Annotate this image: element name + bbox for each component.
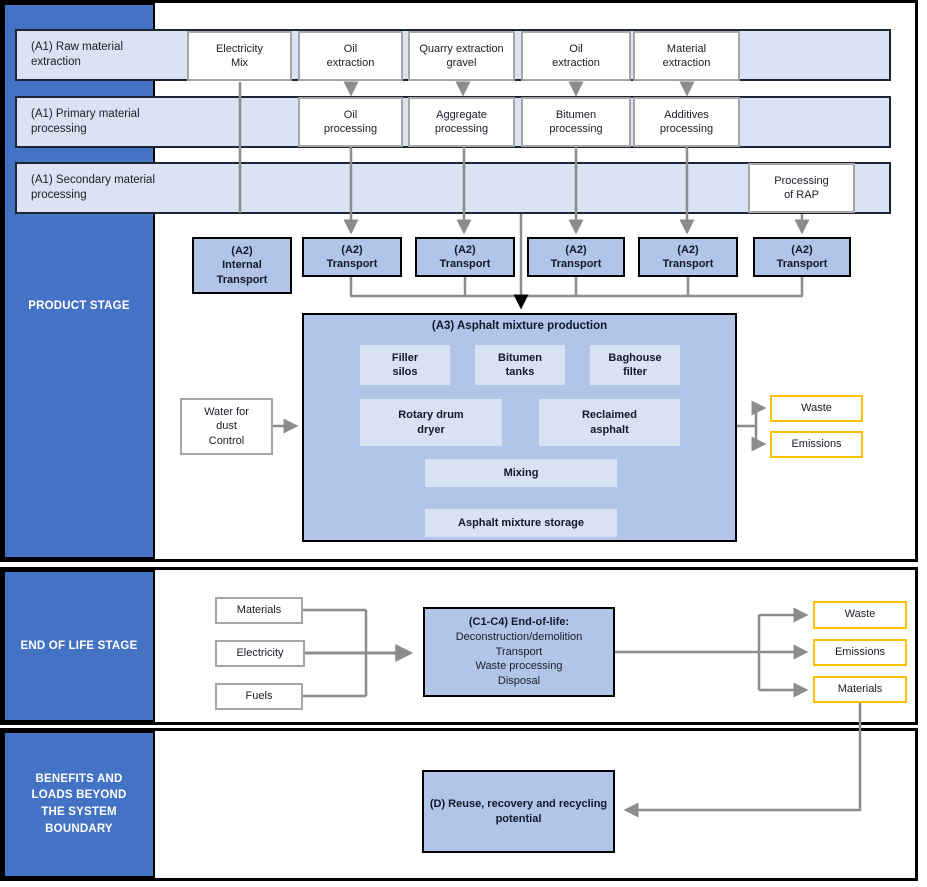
box-aggregate-processing: Aggregate processing	[408, 97, 515, 147]
unit-bitumen-tanks: Bitumen tanks	[475, 345, 565, 385]
eol-stage-label: END OF LIFE STAGE	[20, 639, 138, 652]
box-electricity-mix: Electricity Mix	[187, 31, 292, 81]
unit-reclaimed-asphalt: Reclaimed asphalt	[539, 399, 680, 446]
box-material-extraction: Material extraction	[633, 31, 740, 81]
box-water-for-dust-control: Water for dust Control	[180, 398, 273, 455]
box-eol-materials: Materials	[215, 597, 303, 624]
unit-asphalt-mixture-storage: Asphalt mixture storage	[425, 509, 617, 537]
product-stage-label: PRODUCT STAGE	[28, 299, 130, 312]
output-emissions-product: Emissions	[770, 431, 863, 458]
box-d-reuse-recovery-recycling: (D) Reuse, recovery and recycling potent…	[422, 770, 615, 853]
unit-mixing: Mixing	[425, 459, 617, 487]
output-emissions-eol: Emissions	[813, 639, 907, 666]
unit-filler-silos: Filler silos	[360, 345, 450, 385]
a3-title: (A3) Asphalt mixture production	[431, 320, 608, 332]
box-transport-1: (A2) Transport	[302, 237, 402, 277]
output-waste-eol: Waste	[813, 601, 907, 629]
eol-stage-sidebar	[3, 570, 155, 722]
unit-rotary-drum-dryer: Rotary drum dryer	[360, 399, 502, 446]
box-internal-transport: (A2) Internal Transport	[192, 237, 292, 294]
box-eol-fuels: Fuels	[215, 683, 303, 710]
box-additives-processing: Additives processing	[633, 97, 740, 147]
output-waste-product: Waste	[770, 395, 863, 422]
box-eol-electricity: Electricity	[215, 640, 305, 667]
c1-c4-title: (C1-C4) End-of-life:	[468, 615, 570, 628]
output-materials-eol: Materials	[813, 676, 907, 703]
box-quarry-extraction-gravel: Quarry extraction gravel	[408, 31, 515, 81]
unit-baghouse-filter: Baghouse filter	[590, 345, 680, 385]
box-oil-extraction-1: Oil extraction	[298, 31, 403, 81]
box-oil-processing: Oil processing	[298, 97, 403, 147]
box-transport-3: (A2) Transport	[527, 237, 625, 277]
benefits-stage-sidebar	[3, 731, 155, 878]
a3-production-container: (A3) Asphalt mixture production Filler s…	[302, 313, 737, 542]
band-secondary-material-processing: (A1) Secondary material processing	[15, 162, 891, 214]
box-oil-extraction-2: Oil extraction	[521, 31, 631, 81]
box-c1-c4-end-of-life: (C1-C4) End-of-life: Deconstruction/demo…	[423, 607, 615, 697]
box-processing-of-rap: Processing of RAP	[748, 163, 855, 213]
c1-c4-body: Deconstruction/demolition Transport Wast…	[455, 630, 583, 688]
box-transport-5: (A2) Transport	[753, 237, 851, 277]
box-transport-4: (A2) Transport	[638, 237, 738, 277]
product-stage-sidebar	[3, 3, 155, 559]
box-bitumen-processing: Bitumen processing	[521, 97, 631, 147]
box-transport-2: (A2) Transport	[415, 237, 515, 277]
benefits-stage-label: BENEFITS AND LOADS BEYOND THE SYSTEM BOU…	[31, 772, 127, 835]
